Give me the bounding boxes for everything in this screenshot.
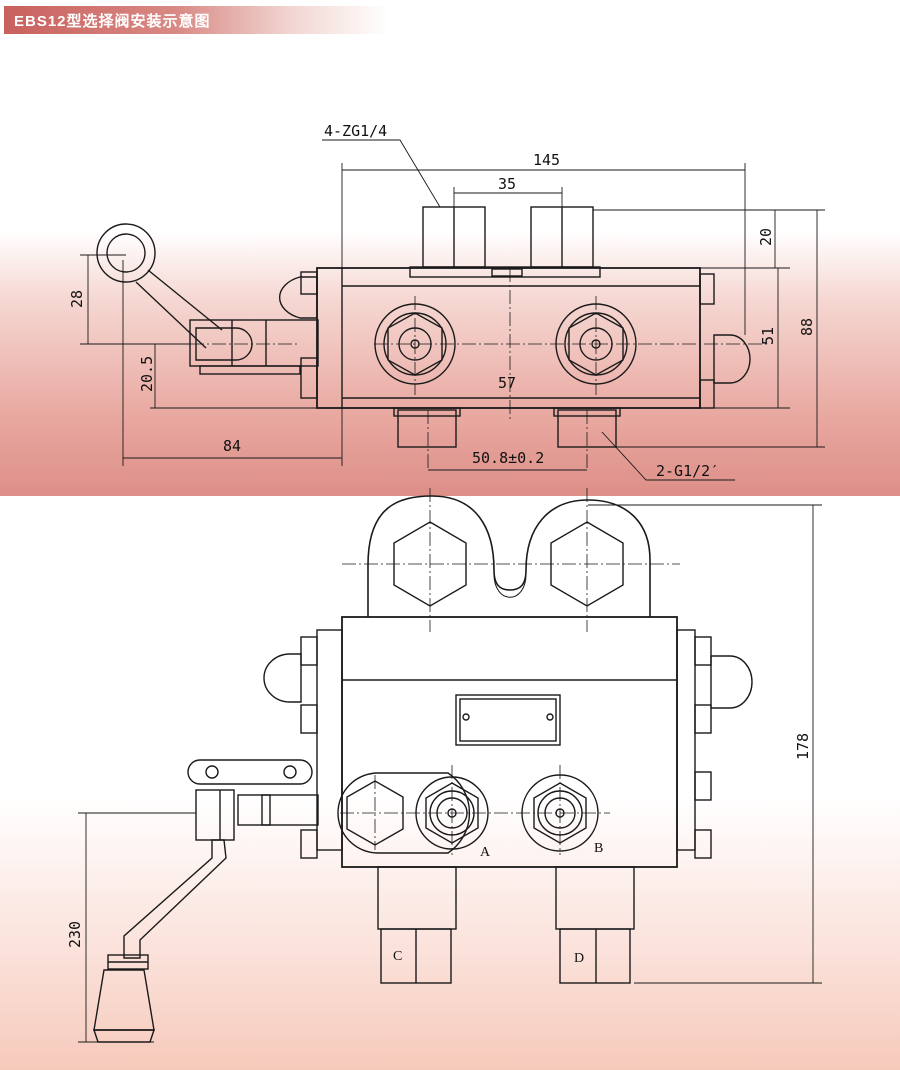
- title-bar: EBS12型选择阀安装示意图: [4, 6, 388, 34]
- left-dome-front: [263, 653, 302, 703]
- link-bar: [187, 759, 313, 785]
- front-view: 178 230 A B C D: [66, 488, 822, 1043]
- lower-port-c-body: [377, 866, 457, 930]
- handle-top: [96, 223, 253, 361]
- port-label-c: C: [393, 949, 402, 964]
- lower-port-d: [559, 928, 631, 984]
- dim-front-handle-length: 230: [66, 921, 84, 948]
- top-lug-profile: [367, 495, 651, 617]
- valve-body-front: [341, 616, 678, 868]
- callout-ports-bottom: 2-G1/2′: [656, 462, 719, 480]
- handle-hub: [195, 789, 235, 841]
- port-label-a: A: [480, 845, 491, 860]
- dim-port-spacing-mid: 57: [498, 374, 516, 392]
- nameplate: [455, 694, 561, 746]
- dim-overall-height: 88: [798, 318, 816, 336]
- lower-port-d-body: [555, 866, 635, 930]
- dim-port-spacing-top: 35: [498, 175, 516, 193]
- dim-port-height: 20: [757, 228, 775, 246]
- page-title: EBS12型选择阀安装示意图: [14, 13, 211, 30]
- dim-front-overall-height: 178: [794, 733, 812, 760]
- port-label-b: B: [594, 841, 603, 856]
- valve-body-top: [316, 267, 701, 409]
- dim-body-height: 51: [759, 327, 777, 345]
- lever-arm: [123, 839, 227, 959]
- dim-port-spacing-bottom: 50.8±0.2: [472, 449, 544, 467]
- callout-ports-top: 4-ZG1/4: [324, 122, 387, 140]
- top-view: 145 35 57 50.8±0.2 84 20 51 88 28 20.5 4…: [68, 122, 825, 481]
- bottom-port-left: [397, 409, 457, 448]
- dim-handle-height: 20.5: [138, 356, 156, 392]
- dim-overall-width: 145: [533, 151, 560, 169]
- right-dome-front: [710, 655, 753, 709]
- lever-grip: [93, 969, 155, 1031]
- right-dome-cap: [713, 334, 751, 384]
- dim-handle-length: 84: [223, 437, 241, 455]
- dim-handle-offset: 28: [68, 290, 86, 308]
- port-label-d: D: [574, 951, 584, 966]
